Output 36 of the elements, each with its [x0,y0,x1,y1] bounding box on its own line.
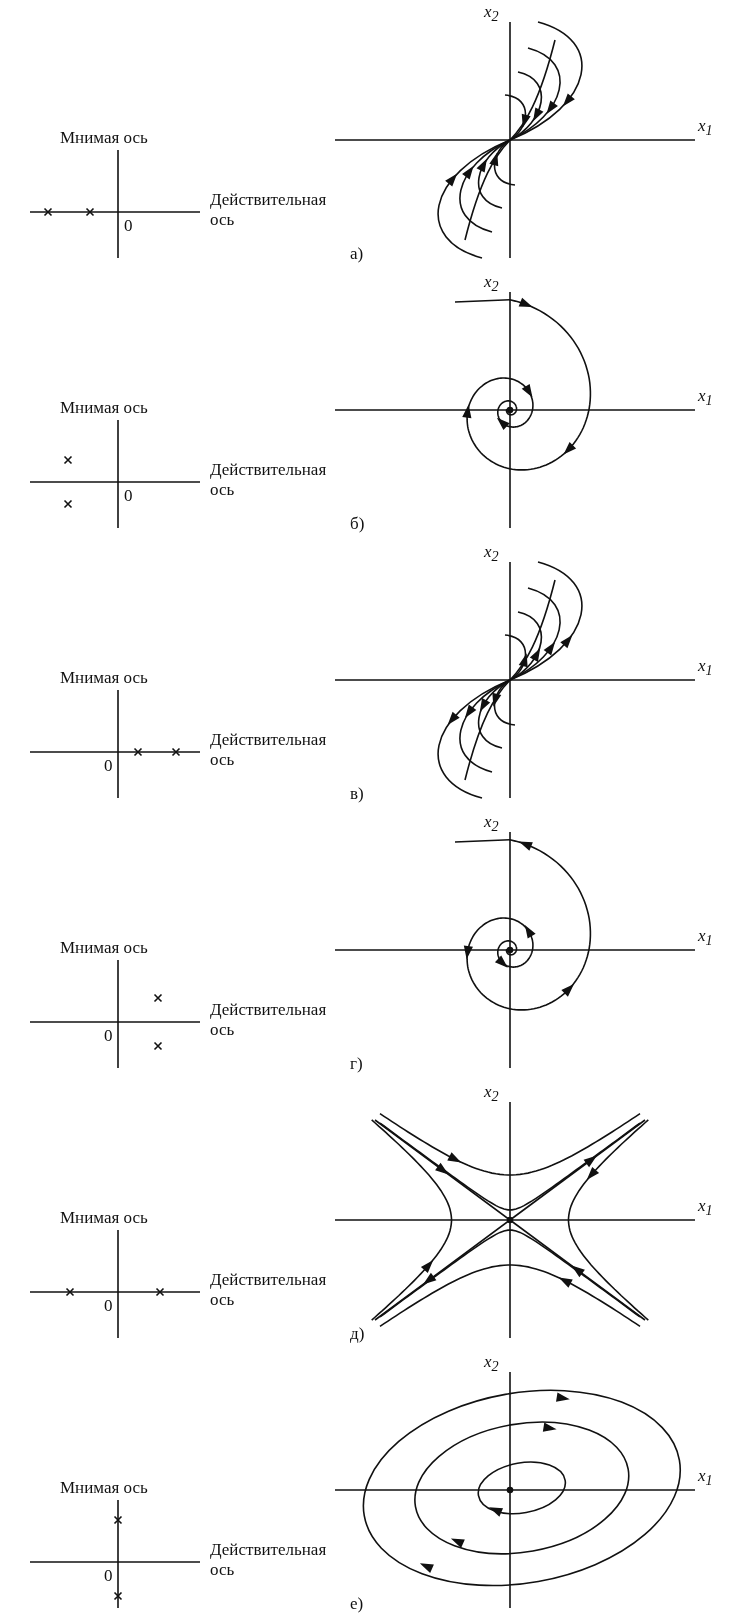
origin-label: 0 [104,1026,113,1046]
axis-label: Действительная ось [210,1000,328,1040]
axis-label: x$_{1}$ [698,1196,713,1219]
axis-label: x$_{2}$ [484,272,499,295]
axis-label: Действительная ось [210,1270,328,1310]
panel-label: д) [350,1324,365,1344]
panel-label: в) [350,784,364,804]
origin-label: 0 [124,486,133,506]
axis-label: x$_{1}$ [698,926,713,949]
axis-label: Действительная ось [210,1540,328,1580]
panel-label: г) [350,1054,363,1074]
axis-label: Мнимая ось [60,398,148,418]
origin-label: 0 [124,216,133,236]
axis-label: Действительная ось [210,190,328,230]
axis-label: Мнимая ось [60,1478,148,1498]
axis-label: x$_{2}$ [484,1082,499,1105]
axis-label: x$_{1}$ [698,656,713,679]
axis-label: x$_{2}$ [484,812,499,835]
axis-label: Мнимая ось [60,128,148,148]
panel-label: а) [350,244,364,264]
panel-label: е) [350,1594,364,1614]
axis-label: Действительная ось [210,730,328,770]
axis-label: Мнимая ось [60,938,148,958]
axis-label: x$_{1}$ [698,116,713,139]
axis-label: x$_{1}$ [698,386,713,409]
axis-label: x$_{2}$ [484,1352,499,1375]
axis-label: Мнимая ось [60,1208,148,1228]
axis-label: x$_{1}$ [698,1466,713,1489]
axis-label: x$_{2}$ [484,542,499,565]
axis-label: Действительная ось [210,460,328,500]
axis-label: Мнимая ось [60,668,148,688]
origin-label: 0 [104,1566,113,1586]
panel-label: б) [350,514,365,534]
origin-label: 0 [104,756,113,776]
axis-label: x$_{2}$ [484,2,499,25]
origin-label: 0 [104,1296,113,1316]
